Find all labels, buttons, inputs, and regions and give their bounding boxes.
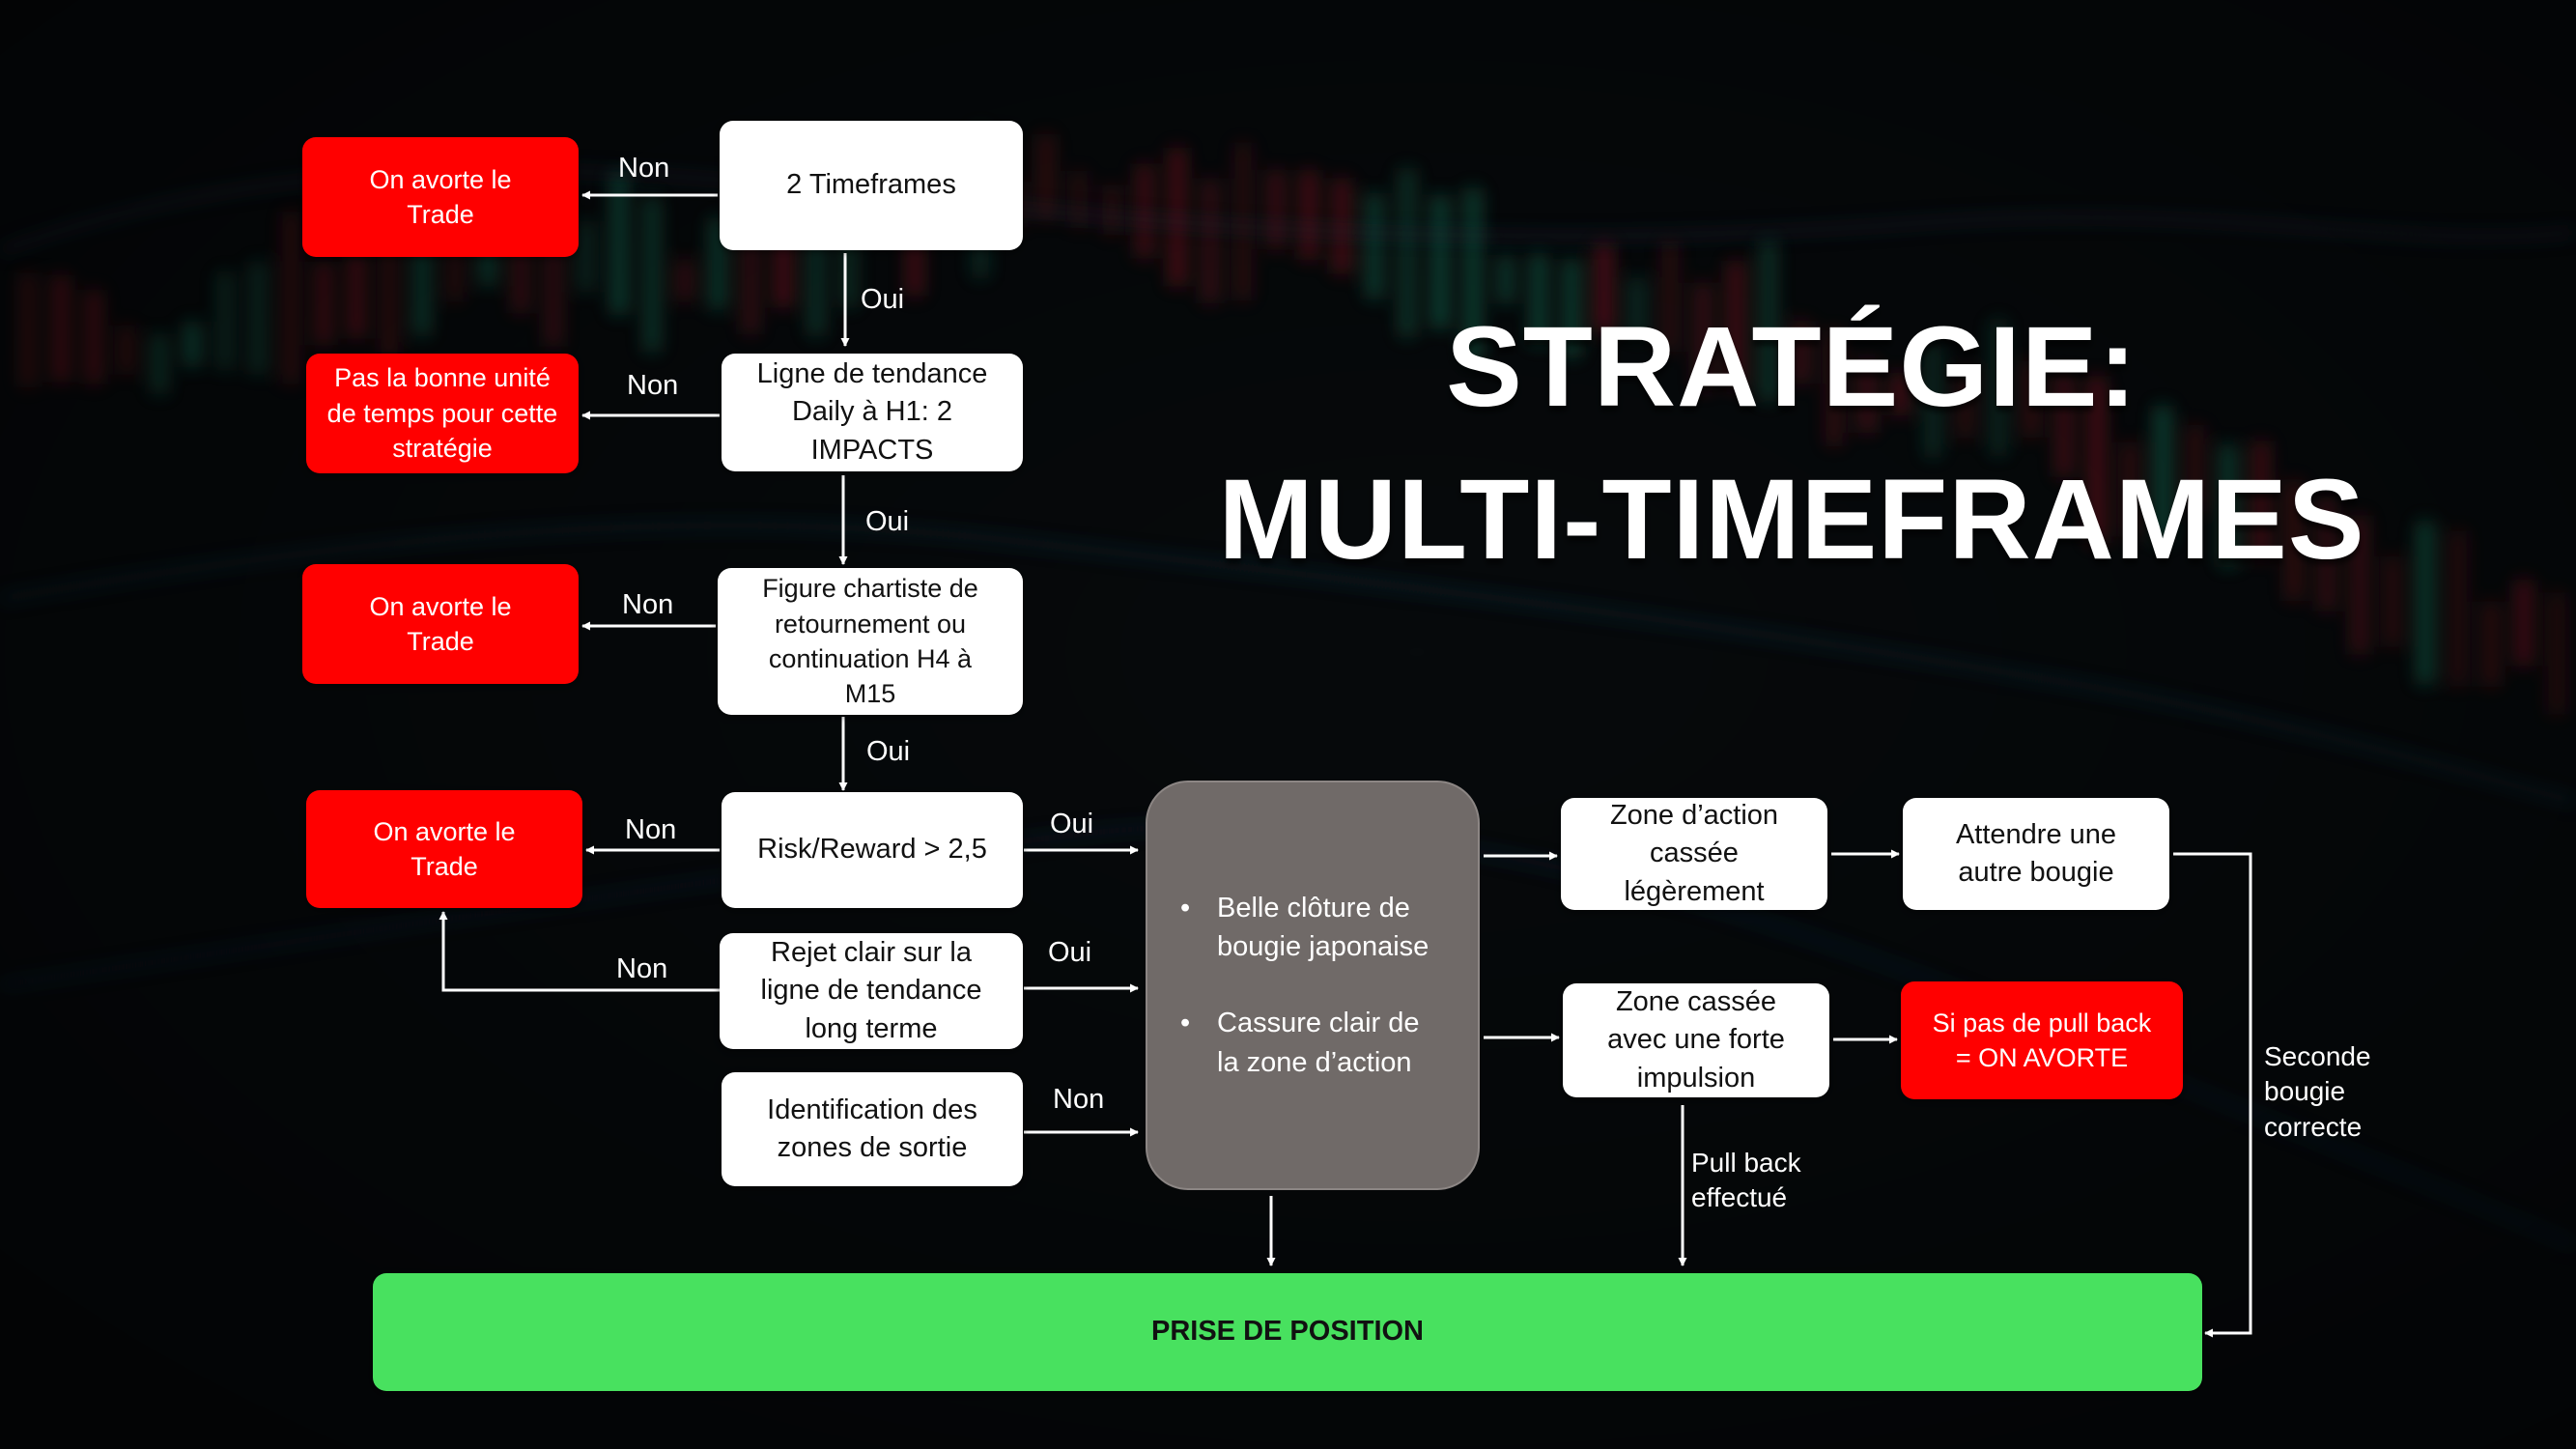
abort-trade-box-3: On avorte le Trade	[306, 790, 582, 908]
condition-zone-break: Cassure clair de la zone d’action	[1178, 1004, 1449, 1082]
label-non-3: Non	[622, 589, 674, 620]
label-pullback-done: Pull back effectué	[1691, 1148, 1801, 1213]
label-oui-5: Oui	[1048, 937, 1092, 968]
label-oui-4: Oui	[1050, 809, 1094, 839]
label-non-5: Non	[616, 953, 668, 984]
entry-conditions-box: Belle clôture de bougie japonaise Cassur…	[1146, 781, 1480, 1190]
rejection-box: Rejet clair sur la ligne de tendance lon…	[720, 933, 1023, 1049]
chart-pattern-box: Figure chartiste de retournement ou cont…	[718, 568, 1023, 715]
no-pullback-abort-box: Si pas de pull back = ON AVORTE	[1901, 981, 2183, 1099]
exit-zones-box: Identification des zones de sortie	[722, 1072, 1023, 1186]
wrong-timeframe-box: Pas la bonne unité de temps pour cette s…	[306, 354, 579, 473]
two-timeframes-box: 2 Timeframes	[720, 121, 1023, 250]
label-oui-2: Oui	[865, 506, 910, 537]
condition-candle-close: Belle clôture de bougie japonaise	[1178, 889, 1449, 967]
risk-reward-box: Risk/Reward > 2,5	[722, 792, 1023, 908]
trend-line-box: Ligne de tendance Daily à H1: 2 IMPACTS	[722, 354, 1023, 471]
label-second-candle: Seconde bougie correcte	[2264, 1041, 2371, 1142]
label-oui-3: Oui	[866, 736, 911, 767]
title-line-1: STRATÉGIE:	[1446, 303, 2137, 431]
label-non-4: Non	[625, 814, 677, 845]
abort-trade-box-1: On avorte le Trade	[302, 137, 579, 257]
zone-broken-strong-box: Zone cassée avec une forte impulsion	[1563, 983, 1829, 1097]
label-non-2: Non	[627, 370, 679, 401]
zone-broken-light-box: Zone d’action cassée légèrement	[1561, 798, 1827, 910]
label-non-1: Non	[618, 153, 670, 184]
label-oui-1: Oui	[861, 284, 905, 315]
wait-candle-box: Attendre une autre bougie	[1903, 798, 2169, 910]
abort-trade-box-2: On avorte le Trade	[302, 564, 579, 684]
title-line-2: MULTI-TIMEFRAMES	[1218, 456, 2365, 583]
label-non-6: Non	[1053, 1084, 1105, 1115]
position-entry-box: PRISE DE POSITION	[373, 1273, 2202, 1391]
